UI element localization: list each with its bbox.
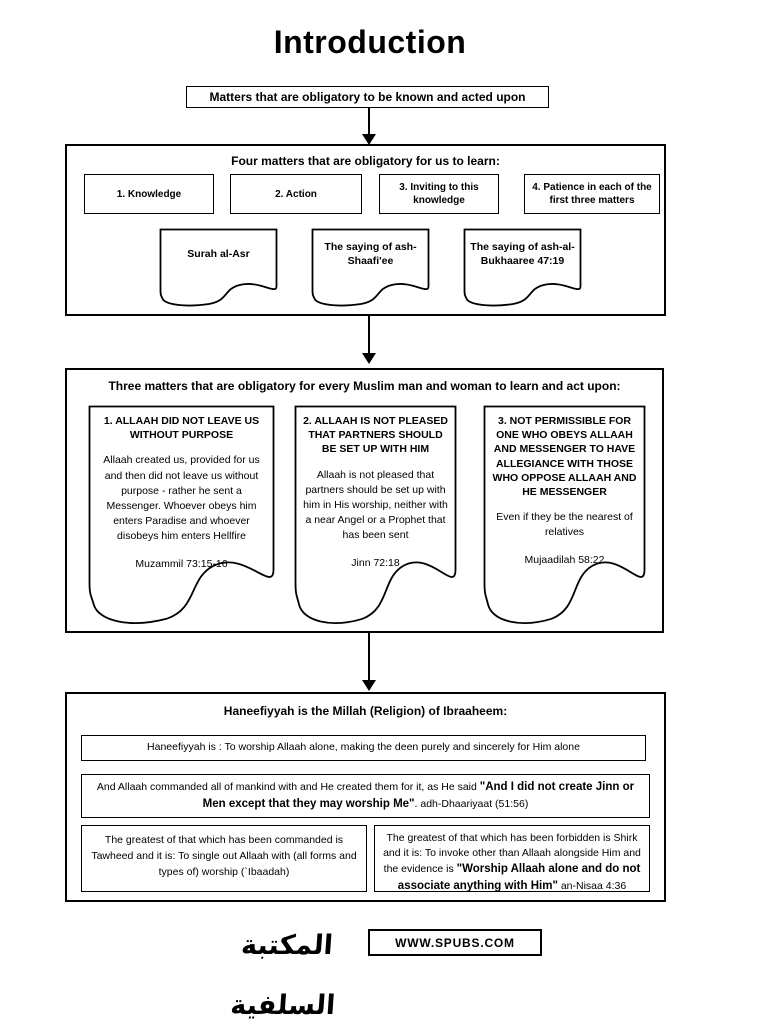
website-box: WWW.SPUBS.COM bbox=[368, 929, 542, 956]
shirk-box: The greatest of that which has been forb… bbox=[374, 825, 650, 892]
document-body: Allaah created us, provided for us and t… bbox=[103, 454, 260, 543]
section-heading: Three matters that are obligatory for ev… bbox=[108, 379, 621, 393]
page-title: Introduction bbox=[273, 24, 467, 60]
document-body: Even if they be the nearest of relatives bbox=[496, 511, 633, 539]
section-haneefiyyah: Haneefiyyah is the Millah (Religion) of … bbox=[65, 692, 666, 902]
top-statement-box: Matters that are obligatory to be known … bbox=[186, 86, 549, 108]
document-matter-3: 3. NOT PERMISSIBLE FOR ONE WHO OBEYS ALL… bbox=[483, 405, 646, 630]
matter-box-action: 2. Action bbox=[230, 174, 362, 214]
section-heading: Four matters that are obligatory for us … bbox=[231, 154, 500, 168]
matter-box-inviting: 3. Inviting to this knowledge bbox=[379, 174, 499, 214]
document-matter-1: 1. ALLAAH DID NOT LEAVE US WITHOUT PURPO… bbox=[88, 405, 275, 630]
arrow-shaft bbox=[368, 633, 370, 680]
shirk-reference: an-Nisaa 4:36 bbox=[557, 880, 627, 893]
document-surah-al-asr: Surah al-Asr bbox=[159, 228, 278, 308]
document-shape-icon bbox=[311, 228, 430, 307]
down-arrow-icon bbox=[362, 316, 376, 364]
document-title: 1. ALLAAH DID NOT LEAVE US WITHOUT PURPO… bbox=[103, 415, 260, 442]
shirk-quote: "Worship Allaah alone and do not associa… bbox=[397, 863, 641, 893]
section-heading: Haneefiyyah is the Millah (Religion) of … bbox=[223, 704, 508, 718]
shirk-text: The greatest of that which has been forb… bbox=[383, 832, 641, 876]
document-content: 2. ALLAAH IS NOT PLEASED THAT PARTNERS S… bbox=[300, 414, 451, 569]
salafi-publications-calligraphy-logo: المكتبة السلفية bbox=[229, 930, 337, 1021]
arrow-head bbox=[362, 680, 376, 691]
tawheed-box: The greatest of that which has been comm… bbox=[81, 825, 367, 892]
haneefiyyah-definition-box: Haneefiyyah is : To worship Allaah alone… bbox=[81, 735, 646, 761]
document-reference: Mujaadilah 58:22 bbox=[524, 554, 605, 567]
down-arrow-icon bbox=[362, 108, 376, 145]
document-saying-bukhaaree: The saying of ash-al-Bukhaaree 47:19 bbox=[463, 228, 582, 308]
evidence-text: And Allaah commanded all of mankind with… bbox=[96, 781, 480, 793]
arrow-shaft bbox=[368, 316, 370, 353]
arrow-head bbox=[362, 353, 376, 364]
document-content: 3. NOT PERMISSIBLE FOR ONE WHO OBEYS ALL… bbox=[489, 414, 640, 566]
document-title: 2. ALLAAH IS NOT PLEASED THAT PARTNERS S… bbox=[303, 415, 448, 456]
section-four-matters: Four matters that are obligatory for us … bbox=[65, 144, 666, 316]
document-title: 3. NOT PERMISSIBLE FOR ONE WHO OBEYS ALL… bbox=[492, 415, 637, 498]
document-matter-2: 2. ALLAAH IS NOT PLEASED THAT PARTNERS S… bbox=[294, 405, 457, 630]
document-label: The saying of ash-al-Bukhaaree 47:19 bbox=[470, 241, 575, 268]
dhaariyaat-evidence-box: And Allaah commanded all of mankind with… bbox=[81, 774, 650, 818]
document-reference: Jinn 72:18 bbox=[351, 556, 400, 569]
matter-box-patience: 4. Patience in each of the first three m… bbox=[524, 174, 660, 214]
down-arrow-icon bbox=[362, 633, 376, 691]
evidence-quote: "And I did not create Jinn or Men except… bbox=[202, 781, 635, 811]
document-reference: Muzammil 73:15-16 bbox=[135, 557, 228, 570]
document-label: The saying of ash-Shaafi'ee bbox=[324, 241, 417, 268]
document-shape-icon bbox=[483, 405, 646, 624]
document-content: 1. ALLAAH DID NOT LEAVE US WITHOUT PURPO… bbox=[94, 414, 269, 570]
section-three-matters: Three matters that are obligatory for ev… bbox=[65, 368, 664, 633]
evidence-reference: . adh-Dhaariyaat (51:56) bbox=[414, 798, 529, 811]
arrow-head bbox=[362, 134, 376, 145]
document-shape-icon bbox=[159, 228, 278, 307]
document-label: Surah al-Asr bbox=[187, 248, 250, 261]
matter-box-knowledge: 1. Knowledge bbox=[84, 174, 214, 214]
document-body: Allaah is not pleased that partners shou… bbox=[303, 468, 448, 542]
document-shape-icon bbox=[88, 405, 275, 624]
document-shape-icon bbox=[463, 228, 582, 307]
document-saying-shaafiee: The saying of ash-Shaafi'ee bbox=[311, 228, 430, 308]
document-shape-icon bbox=[294, 405, 457, 624]
arrow-shaft bbox=[368, 108, 370, 134]
